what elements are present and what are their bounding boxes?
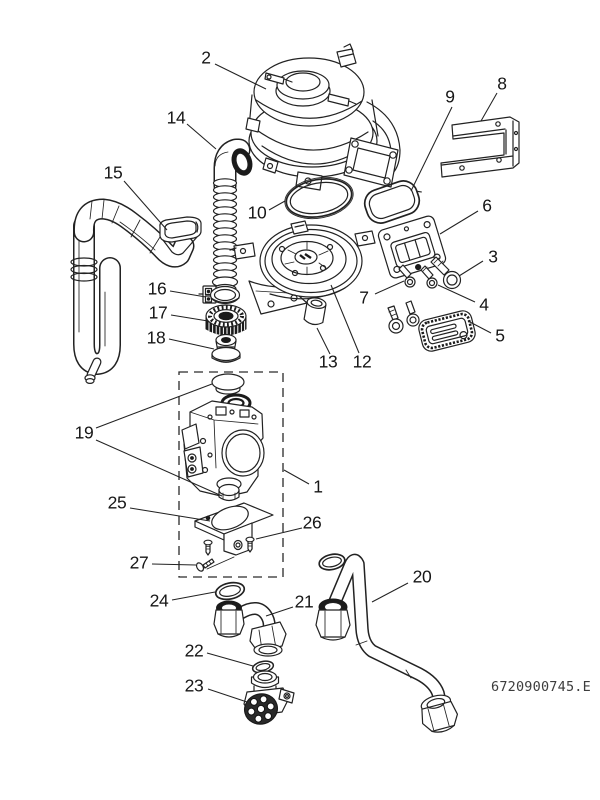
callout-16: 16 bbox=[147, 278, 167, 299]
screw-large bbox=[430, 256, 462, 290]
callout-9: 9 bbox=[445, 86, 455, 107]
screw-mid bbox=[420, 265, 438, 289]
nozzle bbox=[211, 333, 241, 363]
restrictor-ring bbox=[205, 304, 247, 336]
callout-27: 27 bbox=[129, 552, 149, 573]
gas-valve bbox=[181, 373, 265, 502]
cover-plate bbox=[418, 310, 476, 352]
callout-10: 10 bbox=[247, 202, 267, 223]
callout-20: 20 bbox=[412, 566, 432, 587]
flange-plate bbox=[377, 215, 447, 279]
callout-26: 26 bbox=[302, 512, 322, 533]
callout-7: 7 bbox=[359, 287, 369, 308]
callout-6: 6 bbox=[482, 195, 492, 216]
callout-1: 1 bbox=[313, 476, 323, 497]
flange-gasket bbox=[363, 180, 422, 224]
callout-2: 2 bbox=[201, 47, 211, 68]
screw-small bbox=[398, 264, 416, 288]
corrugated-hose bbox=[211, 138, 253, 295]
hose-clamp bbox=[198, 285, 241, 305]
callout-4: 4 bbox=[479, 294, 489, 315]
callout-25: 25 bbox=[107, 492, 127, 513]
elbow-fitting bbox=[213, 600, 287, 657]
callout-23: 23 bbox=[184, 675, 204, 696]
callout-24: 24 bbox=[149, 590, 169, 611]
gas-cock bbox=[243, 670, 295, 725]
leader-lines bbox=[95, 63, 498, 703]
o-ring-large bbox=[214, 581, 246, 601]
callout-15: 15 bbox=[103, 162, 123, 183]
doc-number: 6720900745.E bbox=[491, 679, 591, 695]
fan-outlet-flange bbox=[343, 137, 399, 188]
callout-14: 14 bbox=[166, 107, 186, 128]
callout-18: 18 bbox=[146, 327, 166, 348]
callout-12: 12 bbox=[352, 351, 372, 372]
burner-flange bbox=[229, 220, 376, 315]
callout-8: 8 bbox=[497, 73, 507, 94]
callout-5: 5 bbox=[495, 325, 505, 346]
assembly-boundary bbox=[178, 371, 284, 578]
callout-21: 21 bbox=[294, 591, 314, 612]
screw-27 bbox=[195, 558, 215, 572]
gas-pipe bbox=[315, 553, 459, 733]
callout-22: 22 bbox=[184, 640, 204, 661]
callout-19: 19 bbox=[74, 422, 94, 443]
sleeve bbox=[303, 297, 327, 326]
fan-assembly bbox=[245, 43, 401, 191]
siphon-funnel bbox=[159, 216, 202, 256]
callout-17: 17 bbox=[148, 302, 168, 323]
hose-outlet bbox=[231, 148, 253, 176]
screw-pair bbox=[387, 300, 420, 334]
callout-13: 13 bbox=[318, 351, 338, 372]
valve-bracket bbox=[194, 502, 274, 570]
siphon-pipe bbox=[70, 198, 202, 385]
mounting-bracket bbox=[440, 116, 520, 178]
callout-3: 3 bbox=[488, 246, 498, 267]
round-gasket bbox=[284, 176, 354, 220]
bracket-screws bbox=[203, 536, 255, 556]
